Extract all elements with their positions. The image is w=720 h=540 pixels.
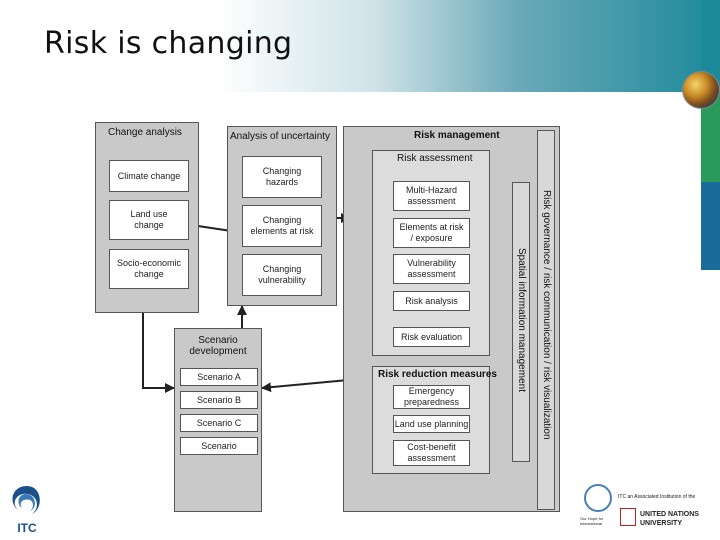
accent-stripe-blue xyxy=(701,182,720,270)
un-line2: UNITED NATIONS xyxy=(640,511,699,518)
governance-bar xyxy=(537,130,555,510)
reduction-item-cost-benefit: Cost-benefit assessment xyxy=(393,440,470,466)
assessment-item-analysis: Risk analysis xyxy=(393,291,470,311)
change-analysis-heading: Change analysis xyxy=(108,127,182,138)
change-item-land-use: Land use change xyxy=(109,200,189,240)
un-university-logo: Our Hope for International ITC an Associ… xyxy=(580,480,716,532)
globe-icon xyxy=(683,72,719,108)
uncertainty-item-elements: Changing elements at risk xyxy=(242,205,322,247)
assessment-item-vulnerability: Vulnerability assessment xyxy=(393,254,470,284)
accent-stripe-teal xyxy=(701,0,720,90)
change-item-climate: Climate change xyxy=(109,160,189,192)
reduction-item-land-use: Land use planning xyxy=(393,415,470,433)
reduction-item-emergency: Emergency preparedness xyxy=(393,385,470,409)
unu-emblem-icon xyxy=(620,508,636,526)
spatial-info-label: Spatial information management xyxy=(516,248,527,392)
risk-management-heading: Risk management xyxy=(414,130,500,141)
title-banner xyxy=(0,0,720,92)
risk-reduction-heading: Risk reduction measures xyxy=(378,369,497,380)
un-line1: ITC an Associated Institution of the xyxy=(618,494,696,500)
un-line3: UNIVERSITY xyxy=(640,520,683,527)
accent-stripe-green xyxy=(701,90,720,182)
scenario-item-c: Scenario C xyxy=(180,414,258,432)
scenario-item-generic: Scenario xyxy=(180,437,258,455)
scenario-heading: Scenario development xyxy=(189,335,247,357)
itc-logo-text: ITC xyxy=(17,521,37,535)
spatial-info-bar xyxy=(512,182,530,462)
governance-label: Risk governance / risk communication / r… xyxy=(541,190,552,440)
uncertainty-heading: Analysis of uncertainty xyxy=(230,131,331,142)
slide-title: Risk is changing xyxy=(44,26,293,61)
assessment-item-elements: Elements at risk / exposure xyxy=(393,218,470,248)
uncertainty-item-vulnerability: Changing vulnerability xyxy=(242,254,322,296)
assessment-item-multi-hazard: Multi-Hazard assessment xyxy=(393,181,470,211)
risk-assessment-heading: Risk assessment xyxy=(397,153,473,164)
arrow-change-to-scenario xyxy=(142,313,175,393)
scenario-item-b: Scenario B xyxy=(180,391,258,409)
change-item-socio-economic: Socio-economic change xyxy=(109,249,189,289)
scenario-item-a: Scenario A xyxy=(180,368,258,386)
un-emblem-icon xyxy=(584,484,612,512)
itc-logo: ITC xyxy=(4,480,50,536)
assessment-item-evaluation: Risk evaluation xyxy=(393,327,470,347)
uncertainty-item-hazards: Changing hazards xyxy=(242,156,322,198)
un-motto: Our Hope for International xyxy=(580,516,604,526)
